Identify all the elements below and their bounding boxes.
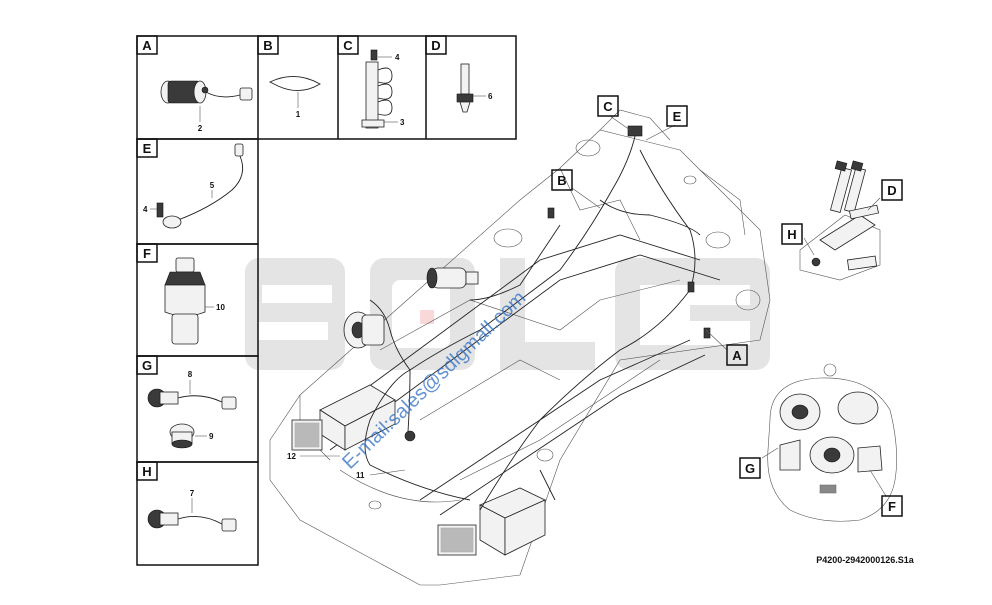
watermark-logo xyxy=(245,258,770,370)
drawing-code: P4200-2942000126.S1a xyxy=(816,555,915,565)
part-number-1: 1 xyxy=(296,110,301,119)
panel-c: C 4 3 xyxy=(337,35,405,129)
callout-f: F xyxy=(888,499,896,514)
clamp-bracket-icon xyxy=(361,49,393,129)
chassis-assembly-drawing: C E B A 12 11 xyxy=(269,95,771,586)
callout-h: H xyxy=(787,227,796,242)
callout-a: A xyxy=(732,348,742,363)
sensor-part-icon xyxy=(456,63,474,113)
part-number-9: 9 xyxy=(209,432,214,441)
callout-c: C xyxy=(603,99,613,114)
callout-d: D xyxy=(887,183,896,198)
part-number-10: 10 xyxy=(216,303,225,312)
panel-d: D 6 xyxy=(425,35,493,113)
panel-g-letter: G xyxy=(142,358,152,373)
panel-a-letter: A xyxy=(142,38,152,53)
rear-lamp-icon xyxy=(437,524,477,556)
panel-f: F 10 xyxy=(136,243,225,345)
part-number-5: 5 xyxy=(210,181,215,190)
part-number-2: 2 xyxy=(198,124,203,133)
callout-e: E xyxy=(673,109,682,124)
speed-sensor-icon xyxy=(147,509,237,532)
alternator-icon xyxy=(343,311,385,349)
panel-a: A 2 xyxy=(136,35,253,133)
battery-box-icon xyxy=(479,487,546,556)
battery-box-icon xyxy=(319,384,396,451)
panel-d-letter: D xyxy=(431,38,440,53)
panel-b: B 1 xyxy=(257,35,321,119)
part-number-12: 12 xyxy=(287,452,296,461)
part-number-7: 7 xyxy=(190,489,195,498)
valve-block-detail: D H xyxy=(781,160,903,281)
panel-g: G 8 9 xyxy=(136,355,237,449)
part-number-8: 8 xyxy=(188,370,193,379)
panel-c-letter: C xyxy=(343,38,353,53)
solenoid-part-icon xyxy=(160,80,253,104)
detail-panels-grid xyxy=(136,35,517,566)
cable-tie-icon xyxy=(268,76,321,91)
callout-g: G xyxy=(745,461,755,476)
part-number-4-c: 4 xyxy=(395,53,400,62)
callout-b: B xyxy=(557,173,566,188)
ground-strap-icon xyxy=(156,143,244,229)
part-number-11: 11 xyxy=(356,471,365,480)
panel-b-letter: B xyxy=(263,38,272,53)
panel-e-letter: E xyxy=(143,141,152,156)
engine-end-detail: G F xyxy=(739,363,903,522)
pressure-switch-icon xyxy=(164,257,206,345)
starter-motor-icon xyxy=(426,267,479,289)
panel-e: E 5 4 xyxy=(136,138,244,229)
panel-f-letter: F xyxy=(143,246,151,261)
panel-h: H 7 xyxy=(136,461,237,532)
panel-h-letter: H xyxy=(142,464,151,479)
temperature-sensor-icon xyxy=(147,388,237,410)
part-number-6: 6 xyxy=(488,92,493,101)
rear-lamp-icon xyxy=(291,419,323,451)
part-number-3: 3 xyxy=(400,118,405,127)
pressure-plug-icon xyxy=(169,423,195,449)
wiring-harness-line xyxy=(364,125,711,511)
part-number-4-e: 4 xyxy=(143,205,148,214)
